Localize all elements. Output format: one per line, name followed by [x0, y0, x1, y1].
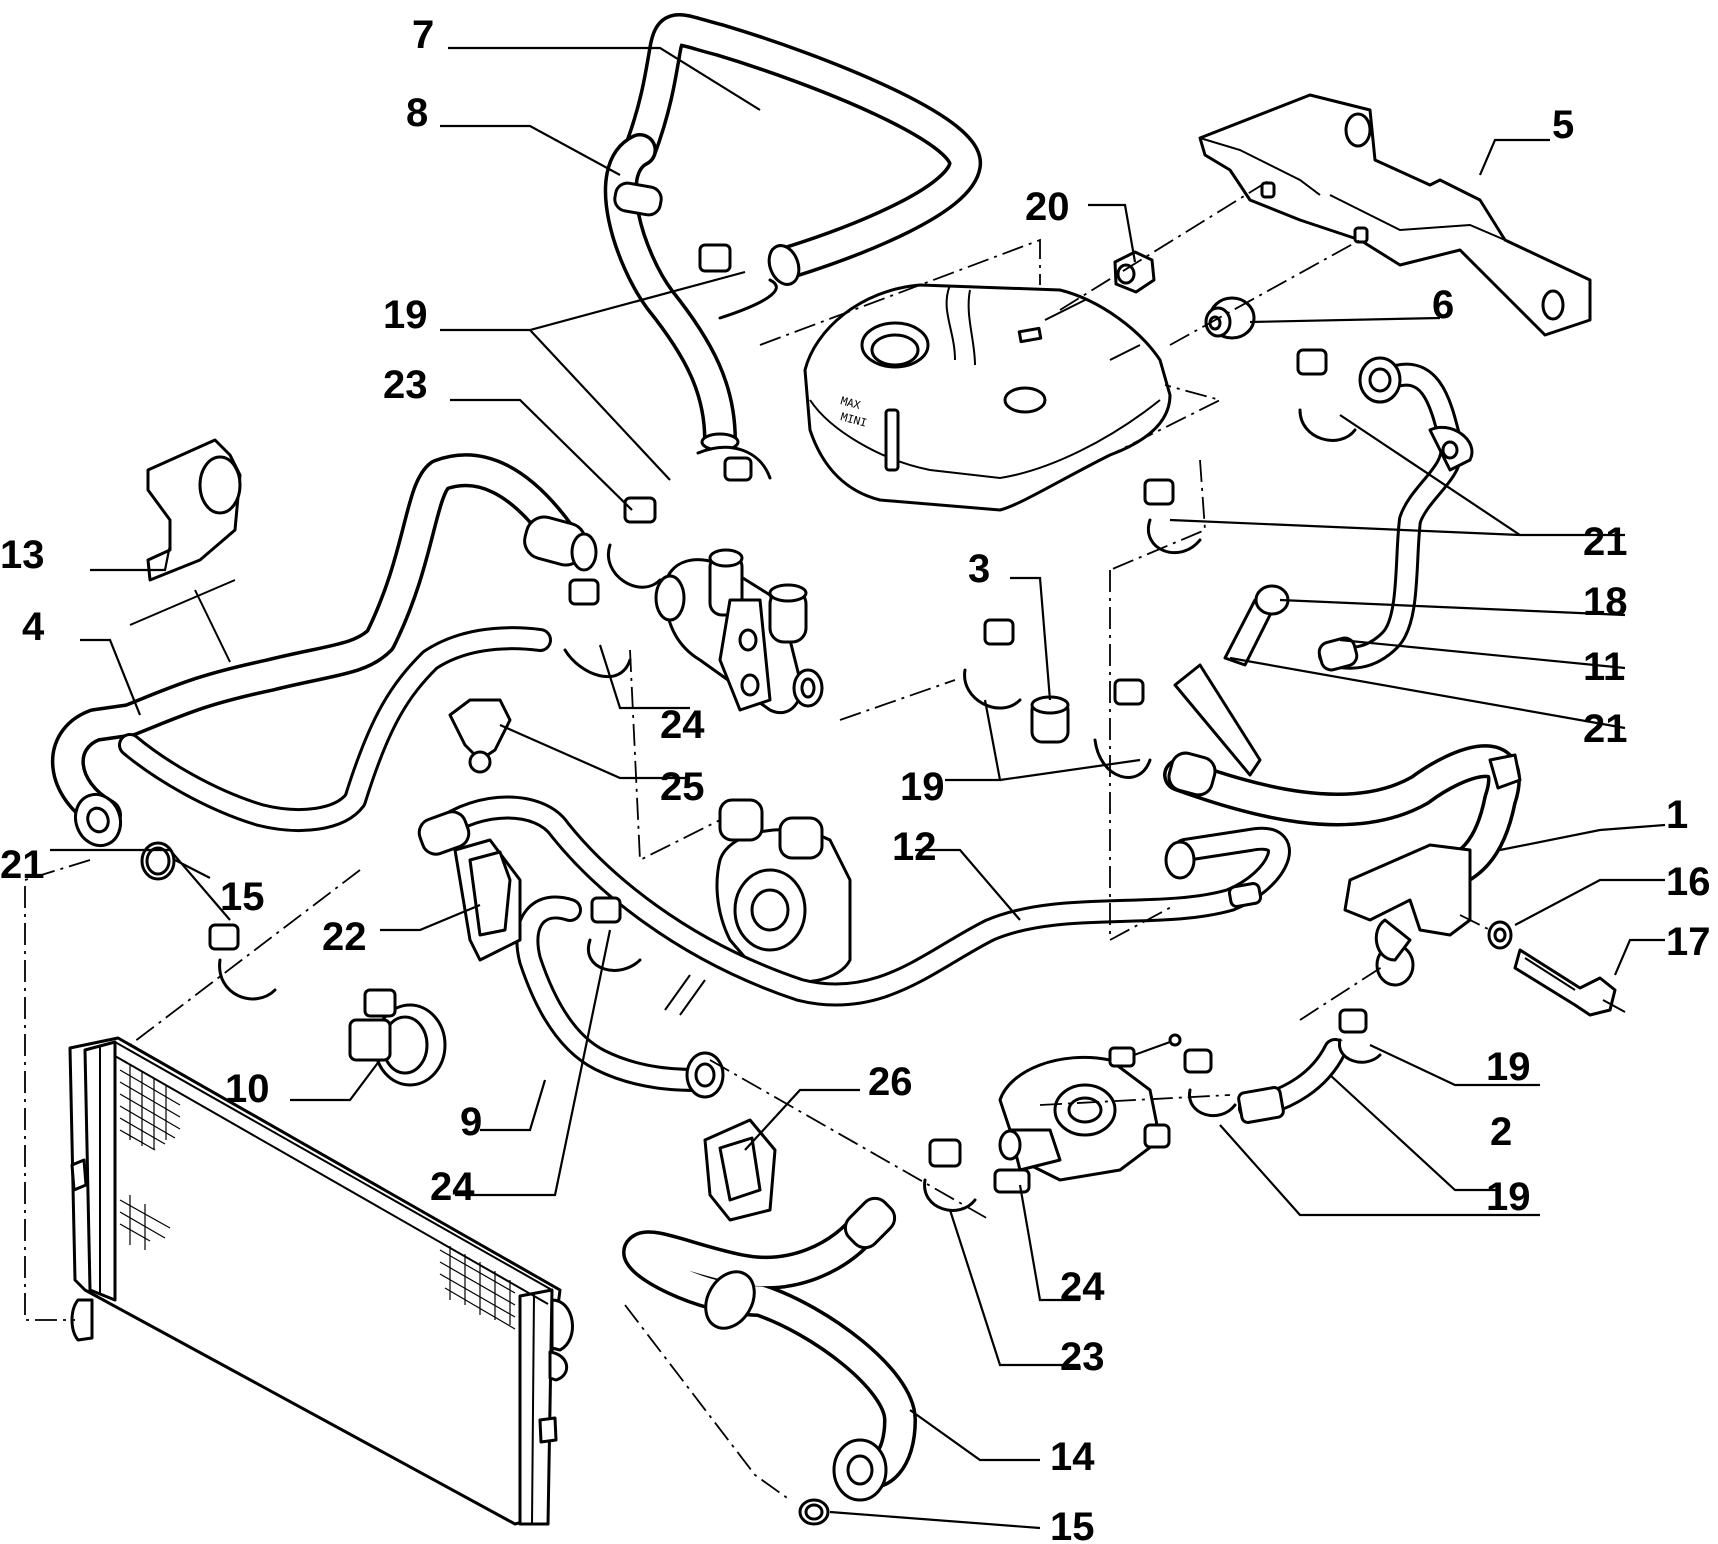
callout-7: 7 — [412, 13, 434, 57]
callout-19-mid: 19 — [900, 765, 945, 809]
callout-12: 12 — [892, 825, 937, 869]
callout-23-lower: 23 — [1060, 1335, 1105, 1379]
clip-22 — [453, 838, 522, 962]
assembly-dash-lines — [24, 179, 1491, 1501]
expansion-tank: MAX MINI — [803, 283, 1172, 512]
callout-3: 3 — [968, 547, 990, 591]
throttle-valve — [998, 1033, 1182, 1182]
oil-cooler — [715, 798, 852, 984]
radiator — [68, 1036, 574, 1526]
callout-19-top: 19 — [383, 293, 428, 337]
callout-16: 16 — [1666, 860, 1711, 904]
bracket-13 — [129, 438, 242, 663]
callout-15-upper: 15 — [220, 875, 265, 919]
callout-labels: 7 8 5 20 6 19 23 21 13 3 18 4 11 24 21 2… — [0, 13, 1711, 1544]
callout-4: 4 — [22, 605, 45, 649]
callout-18: 18 — [1583, 580, 1628, 624]
callout-23-top: 23 — [383, 363, 428, 407]
callout-25: 25 — [660, 765, 705, 809]
pipe-11 — [1317, 356, 1474, 672]
callout-17: 17 — [1666, 920, 1711, 964]
callout-14: 14 — [1050, 1435, 1095, 1479]
callout-1: 1 — [1666, 793, 1688, 837]
nut-20 — [1113, 250, 1156, 294]
callout-24-upper: 24 — [660, 703, 705, 747]
washer-16 — [1487, 920, 1513, 950]
hose-14 — [622, 1196, 917, 1502]
callout-11: 11 — [1583, 645, 1625, 689]
callout-21-top-right: 21 — [1583, 520, 1628, 564]
callout-24-lower-left: 24 — [430, 1165, 475, 1209]
hose-clamps — [140, 243, 1382, 1526]
hose-1 — [1163, 744, 1522, 987]
callout-8: 8 — [406, 91, 428, 135]
callout-15-lower: 15 — [1050, 1505, 1095, 1544]
callout-2: 2 — [1490, 1110, 1512, 1154]
callout-22: 22 — [322, 915, 367, 959]
bolt-17 — [1513, 948, 1626, 1017]
sensor-25 — [448, 698, 512, 774]
grommet-6 — [1204, 296, 1256, 340]
bracket-5 — [1198, 93, 1592, 337]
hose-8 — [603, 133, 740, 457]
callout-5: 5 — [1552, 103, 1574, 147]
clip-10 — [348, 988, 447, 1087]
callout-26: 26 — [868, 1060, 913, 1104]
hose-7 — [623, 13, 982, 286]
callout-6: 6 — [1432, 283, 1454, 327]
connector-3 — [1030, 695, 1070, 744]
callout-20: 20 — [1025, 185, 1070, 229]
callout-24-lower: 24 — [1060, 1265, 1105, 1309]
hose-9 — [515, 895, 725, 1099]
callout-19-lower: 19 — [1486, 1175, 1531, 1219]
clip-26 — [703, 1118, 777, 1222]
hose-2 — [1237, 1038, 1347, 1124]
callout-9: 9 — [460, 1100, 482, 1144]
hose-4 — [50, 453, 598, 848]
tank-max-mark: MAX — [839, 394, 862, 412]
callout-13: 13 — [0, 533, 45, 577]
thermostat-housing — [654, 548, 824, 715]
callout-19-right: 19 — [1486, 1045, 1531, 1089]
callout-21-left: 21 — [0, 843, 45, 887]
sensor-18 — [1173, 584, 1290, 777]
hose-12 — [417, 795, 1291, 1016]
callout-10: 10 — [225, 1067, 270, 1111]
radiator-core-mesh — [119, 1065, 516, 1330]
callout-leaders — [50, 46, 1666, 1530]
callout-21-right: 21 — [1583, 707, 1628, 751]
